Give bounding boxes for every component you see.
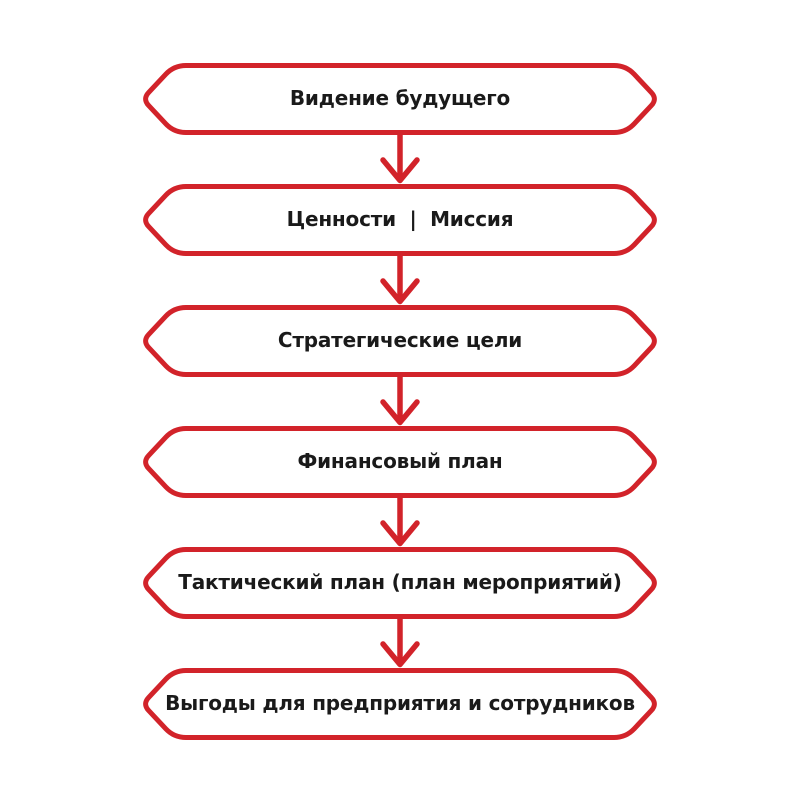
down-arrow-icon <box>380 256 420 305</box>
rounded-hexagon-shape <box>143 63 657 135</box>
rounded-hexagon-shape <box>143 305 657 377</box>
rounded-hexagon-shape <box>143 184 657 256</box>
down-arrow-icon <box>380 135 420 184</box>
rounded-hexagon-shape <box>143 547 657 619</box>
rounded-hexagon-shape <box>143 668 657 740</box>
flow-node-label: Тактический план (план мероприятий) <box>178 570 622 594</box>
flow-node-label: Видение будущего <box>289 86 511 110</box>
down-arrow-icon <box>380 377 420 426</box>
flow-node-strategic-goals: Стратегические цели <box>140 305 660 377</box>
flow-node-label: Финансовый план <box>297 449 503 473</box>
flow-node-label: Ценности | Миссия <box>286 207 514 231</box>
flow-node-benefits: Выгоды для предприятия и сотрудников <box>140 668 660 740</box>
down-arrow-icon <box>380 619 420 668</box>
flow-node-label: Выгоды для предприятия и сотрудников <box>165 691 635 715</box>
flow-node-vision: Видение будущего <box>140 63 660 135</box>
flow-node-financial-plan: Финансовый план <box>140 426 660 498</box>
flow-node-label: Стратегические цели <box>277 328 523 352</box>
down-arrow-icon <box>380 498 420 547</box>
flow-node-tactical-plan: Тактический план (план мероприятий) <box>140 547 660 619</box>
flow-node-values-mission: Ценности | Миссия <box>140 184 660 256</box>
rounded-hexagon-shape <box>143 426 657 498</box>
